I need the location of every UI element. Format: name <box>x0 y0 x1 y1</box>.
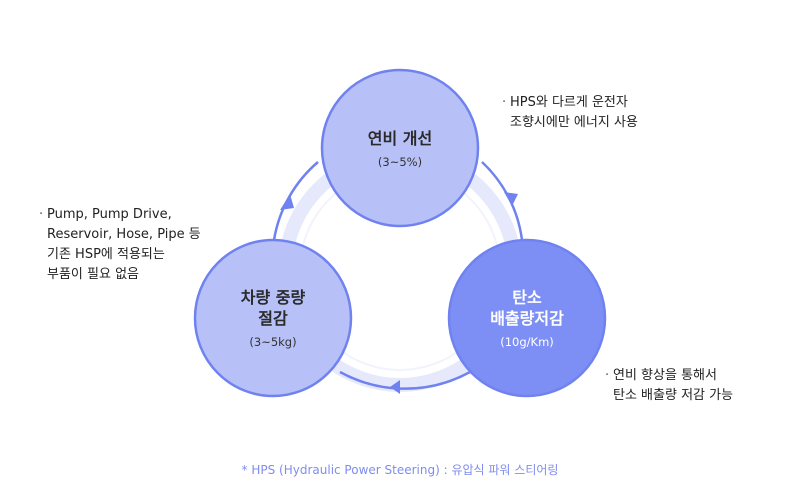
node-carbon-title-line1: 탄소 <box>512 288 542 307</box>
arrow-left-up <box>280 194 294 210</box>
node-carbon: 탄소 배출량저감 (10g/Km) <box>449 240 605 396</box>
node-fuel-circle <box>320 68 480 228</box>
node-weight: 차량 중량 절감 (3~5kg) <box>195 240 351 396</box>
note-parts-line2: Reservoir, Hose, Pipe 등 <box>47 227 201 242</box>
note-hps-line1: HPS와 다르게 운전자 <box>510 95 628 110</box>
note-parts-line1: Pump, Pump Drive, <box>47 207 172 222</box>
footnote: * HPS (Hydraulic Power Steering) : 유압식 파… <box>241 463 559 477</box>
note-carbon-line1: 연비 향상을 통해서 <box>613 368 717 383</box>
node-carbon-value: (10g/Km) <box>500 335 554 349</box>
note-parts: · Pump, Pump Drive, Reservoir, Hose, Pip… <box>39 205 201 285</box>
node-fuel-title: 연비 개선 <box>367 128 433 148</box>
node-weight-title-line1: 차량 중량 <box>240 288 306 307</box>
note-parts-line3: 기존 HSP에 적용되는 <box>47 247 165 262</box>
note-parts-line4: 부품이 필요 없음 <box>47 267 139 282</box>
node-carbon-circle <box>447 238 607 398</box>
node-weight-circle <box>193 238 353 398</box>
arrow-right-down <box>504 192 518 206</box>
note-bullet: · <box>39 207 44 222</box>
note-hps-line2: 조향시에만 에너지 사용 <box>510 115 638 130</box>
note-bullet: · <box>605 368 610 383</box>
arrow-bottom-left <box>390 380 400 394</box>
note-carbon: · 연비 향상을 통해서 탄소 배출량 저감 가능 <box>605 366 734 406</box>
note-bullet: · <box>502 95 507 110</box>
node-weight-title-line2: 절감 <box>258 309 288 328</box>
note-hps: · HPS와 다르게 운전자 조향시에만 에너지 사용 <box>502 93 638 133</box>
note-carbon-line2: 탄소 배출량 저감 가능 <box>613 388 734 403</box>
node-carbon-title-line2: 배출량저감 <box>490 309 564 328</box>
node-fuel-value: (3~5%) <box>377 154 423 169</box>
node-weight-value: (3~5kg) <box>249 335 297 349</box>
node-fuel: 연비 개선 (3~5%) <box>322 70 478 226</box>
arc-carbon-to-weight <box>339 370 471 390</box>
